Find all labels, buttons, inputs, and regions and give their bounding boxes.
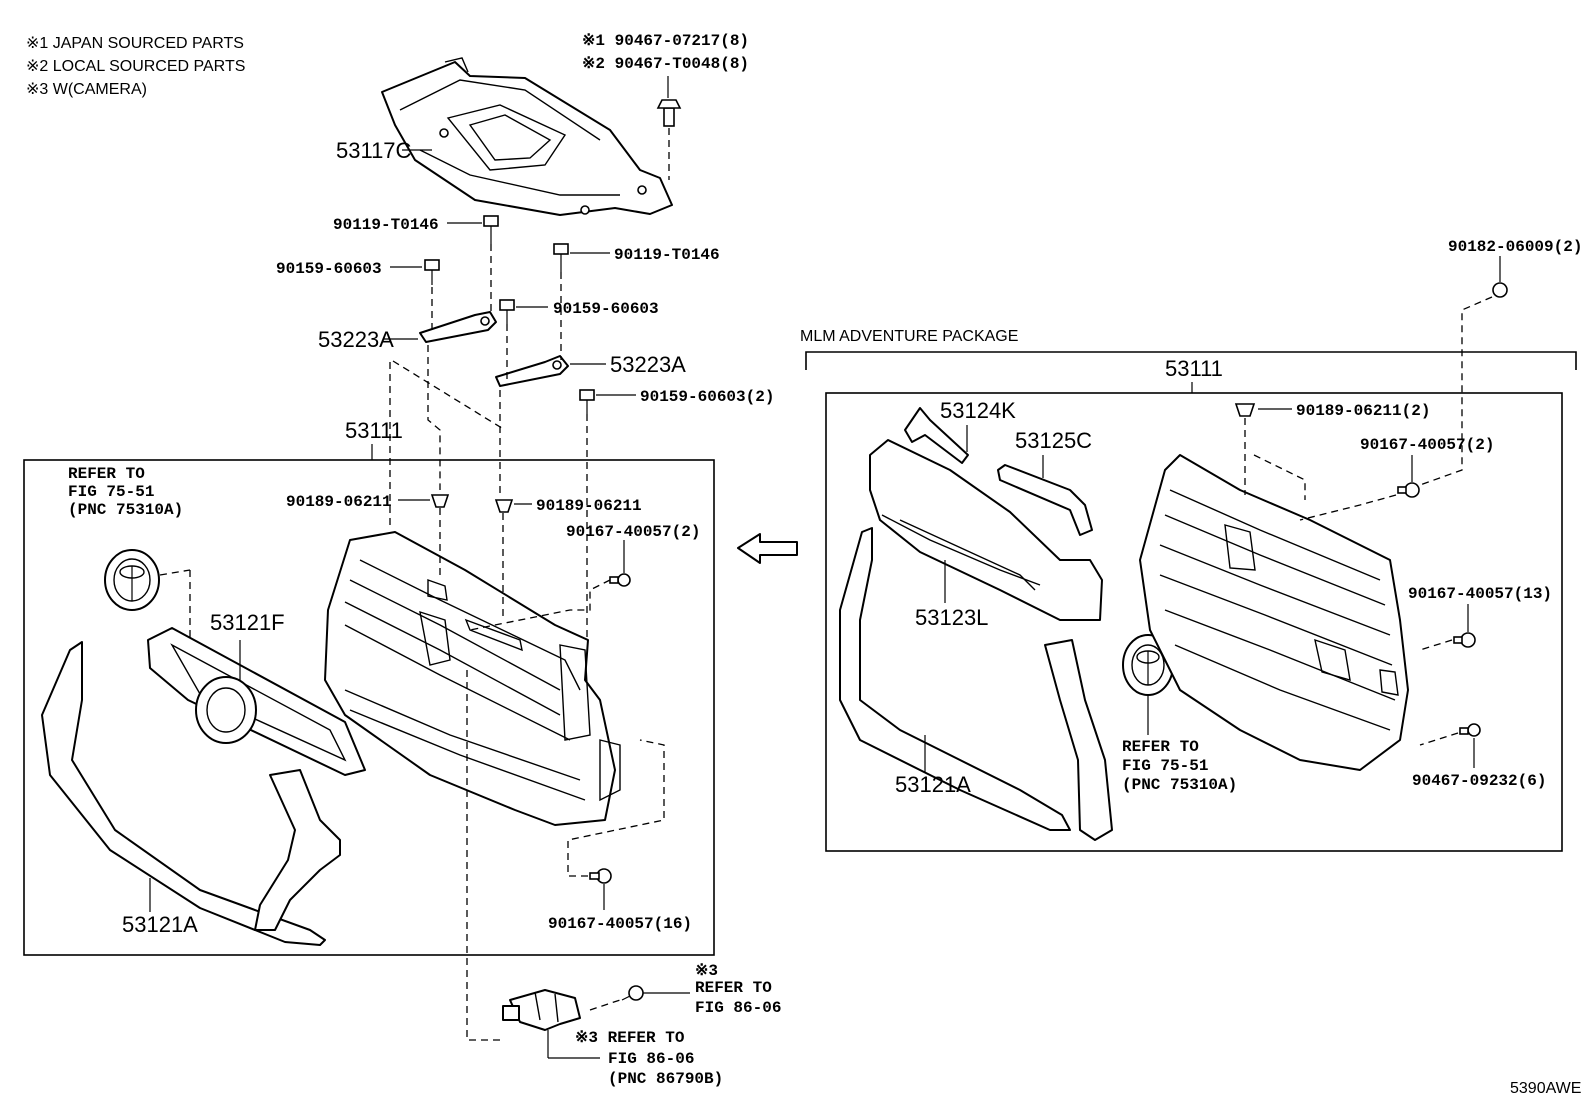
label-emblem-pnc: (PNC 75310A)	[68, 501, 183, 519]
clip-90189-b	[494, 499, 514, 513]
bolt-90119-a	[483, 215, 499, 244]
surround-molding-53121A-right	[839, 527, 1113, 841]
bracket-53223A-b	[495, 355, 569, 387]
label-53111-right: 53111	[1165, 356, 1223, 381]
label-emblem-fig: FIG 75-51	[68, 483, 154, 501]
label-53124K: 53124K	[940, 398, 1016, 423]
label-53223A-b: 53223A	[610, 352, 686, 377]
label-53117C: 53117C	[336, 138, 412, 163]
clip-90182	[1492, 282, 1508, 298]
right-assembly-frame	[825, 392, 1563, 852]
label-camera-fig: FIG 86-06	[695, 999, 781, 1017]
label-53223A-a: 53223A	[318, 327, 394, 352]
camera-bracket	[502, 989, 581, 1031]
label-53121F: 53121F	[210, 610, 285, 635]
nut-90167-16	[589, 868, 612, 884]
label-90119-a: 90119-T0146	[333, 216, 439, 234]
note-japan-sourced: ※1 JAPAN SOURCED PARTS	[26, 35, 244, 52]
label-camera-ref2-refer: ※3 REFER TO	[575, 1029, 685, 1047]
label-53125C: 53125C	[1015, 428, 1092, 453]
nut-90167-a	[609, 573, 631, 587]
label-clip-japan: ※1 90467-07217(8)	[582, 32, 749, 50]
surround-molding-53121A-left	[41, 641, 341, 946]
bolt-90159-c	[579, 389, 595, 414]
label-emblem-right-pnc: (PNC 75310A)	[1122, 776, 1237, 794]
left-assembly-frame	[23, 459, 715, 956]
bolt-90159-b	[499, 299, 515, 324]
label-90159-c: 90159-60603(2)	[640, 388, 774, 406]
screw-camera	[621, 985, 644, 1001]
note-with-camera: ※3 W(CAMERA)	[26, 81, 147, 98]
label-53121A-right: 53121A	[895, 772, 971, 797]
label-clip-local: ※2 90467-T0048(8)	[582, 55, 749, 73]
emblem-left	[104, 549, 191, 700]
label-90167-16: 90167-40057(16)	[548, 915, 692, 933]
clip-90467-right	[1459, 723, 1481, 737]
upper-panel-53123L	[869, 439, 1103, 621]
label-90189-a: 90189-06211	[286, 493, 392, 511]
label-90167-a: 90167-40057(2)	[566, 523, 700, 541]
clip-90467	[656, 99, 682, 127]
nut-90167-right-13	[1453, 632, 1476, 648]
label-emblem-right-refer: REFER TO	[1122, 738, 1199, 756]
upper-radiator-seal	[381, 57, 673, 216]
radiator-grille-left	[324, 531, 621, 826]
trim-strip-53124K	[904, 407, 969, 464]
clip-90189-a	[430, 494, 450, 508]
label-mlm-package: MLM ADVENTURE PACKAGE	[800, 328, 1018, 345]
label-53111-left: 53111	[345, 418, 403, 443]
bracket-53223A-a	[419, 311, 497, 343]
label-53121A-left: 53121A	[122, 912, 198, 937]
label-emblem-refer: REFER TO	[68, 465, 145, 483]
label-90159-a: 90159-60603	[276, 260, 382, 278]
label-53123L: 53123L	[915, 605, 988, 630]
trim-strip-53125C	[997, 464, 1093, 536]
label-camera-refer: REFER TO	[695, 979, 772, 997]
clip-90189-right	[1234, 403, 1256, 417]
label-90119-b: 90119-T0146	[614, 246, 720, 264]
label-camera-ref2-pnc: (PNC 86790B)	[608, 1070, 723, 1088]
label-camera-ref2-fig: FIG 86-06	[608, 1050, 694, 1068]
note-local-sourced: ※2 LOCAL SOURCED PARTS	[26, 58, 245, 75]
bolt-90159-a	[424, 259, 440, 285]
label-camera-note: ※3	[695, 962, 718, 980]
grille-insert-53121F	[147, 627, 366, 776]
nut-90167-right-2	[1397, 482, 1420, 498]
label-emblem-right-fig: FIG 75-51	[1122, 757, 1208, 775]
label-90189-b: 90189-06211	[536, 497, 642, 515]
radiator-grille-right	[1139, 454, 1409, 771]
illustration-code: 5390AWE	[1510, 1080, 1581, 1097]
label-90467-right: 90467-09232(6)	[1412, 772, 1546, 790]
label-90189-right: 90189-06211(2)	[1296, 402, 1430, 420]
label-90182: 90182-06009(2)	[1448, 238, 1582, 256]
label-90167-right-13: 90167-40057(13)	[1408, 585, 1552, 603]
bolt-90119-b	[553, 243, 569, 272]
notes-legend: ※1 JAPAN SOURCED PARTS ※2 LOCAL SOURCED …	[26, 35, 245, 98]
arrow-left-icon	[737, 533, 798, 564]
label-90167-right-2: 90167-40057(2)	[1360, 436, 1494, 454]
label-90159-b: 90159-60603	[553, 300, 659, 318]
